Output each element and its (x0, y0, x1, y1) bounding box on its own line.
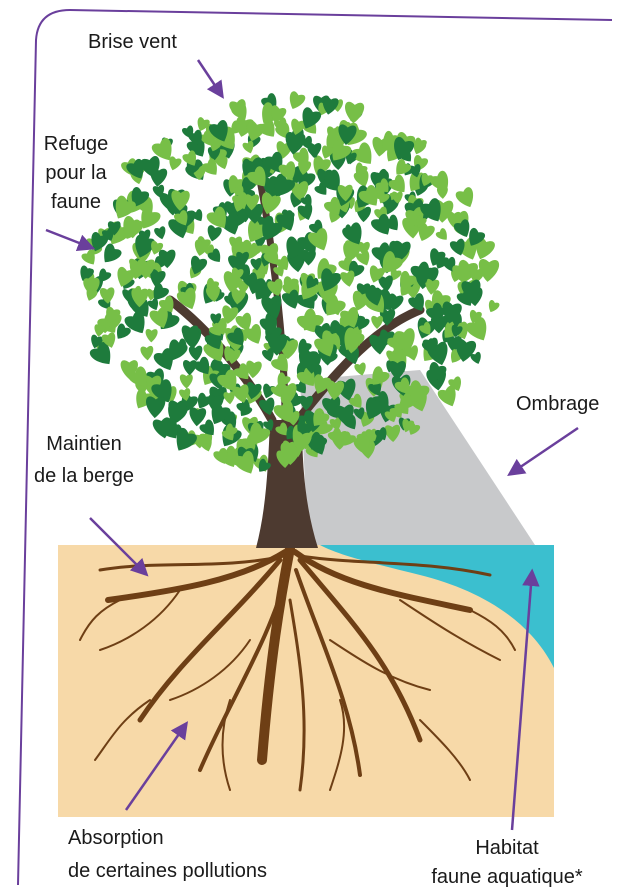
arrow-refuge (46, 230, 92, 248)
leaf-icon (286, 90, 307, 112)
label-maintien: Maintien de la berge (24, 428, 144, 492)
label-brise-vent-text: Brise vent (88, 28, 177, 56)
label-refuge-line-2: pour la (28, 159, 124, 188)
leaf-icon (188, 407, 206, 427)
label-refuge: Refuge pour la faune (28, 130, 124, 217)
leaf-icon (454, 186, 478, 211)
leaf-icon (192, 239, 209, 257)
leaf-icon (369, 333, 389, 355)
label-refuge-line-1: Refuge (28, 130, 124, 159)
label-absorption-line-2: de certaines pollutions (68, 855, 267, 888)
leaf-icon (154, 226, 168, 241)
label-absorption: Absorption de certaines pollutions (68, 822, 267, 888)
leaf-icon (145, 329, 157, 343)
leaf-icon (464, 316, 492, 345)
leaf-icon (486, 299, 500, 314)
leaf-icon (145, 396, 166, 418)
label-maintien-line-2: de la berge (24, 460, 144, 492)
label-absorption-line-1: Absorption (68, 822, 267, 855)
leaf-icon (344, 101, 365, 124)
label-habitat: Habitat faune aquatique* (402, 834, 612, 892)
label-maintien-line-1: Maintien (24, 428, 144, 460)
label-ombrage-text: Ombrage (516, 390, 599, 418)
label-brise-vent: Brise vent (88, 28, 177, 56)
leaf-icon (183, 360, 197, 376)
arrow-brise-vent (198, 60, 222, 96)
leaf-icon (140, 346, 154, 361)
leaf-icon (477, 259, 499, 283)
arrow-ombrage (510, 428, 578, 474)
leaf-icon (435, 227, 451, 243)
leaf-icon (180, 374, 193, 389)
label-refuge-line-3: faune (28, 188, 124, 217)
label-habitat-line-2: faune aquatique* (402, 863, 612, 892)
leaf-icon (223, 391, 235, 405)
label-ombrage: Ombrage (516, 390, 599, 418)
label-habitat-line-1: Habitat (402, 834, 612, 863)
leaf-icon (340, 270, 357, 288)
